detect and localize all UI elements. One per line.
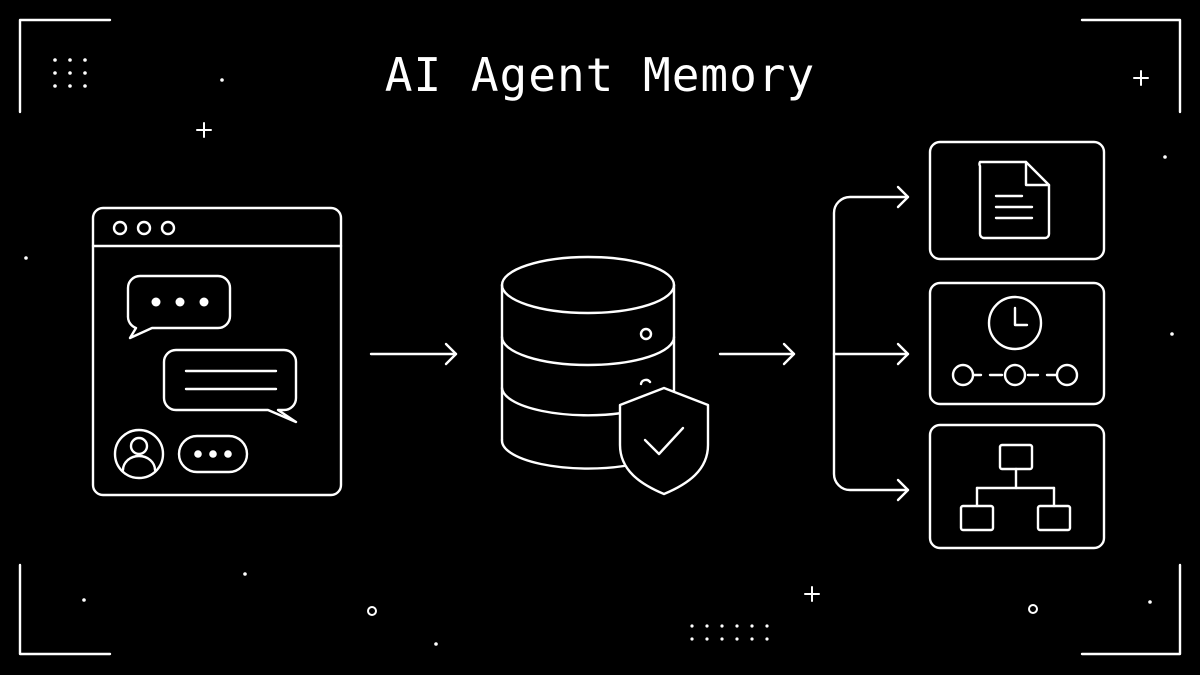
decorative-sparkles	[24, 58, 1174, 646]
document-icon	[930, 142, 1104, 259]
corner-frame	[20, 20, 1180, 654]
diagram-title: AI Agent Memory	[384, 48, 816, 102]
arrow-chat-to-database	[371, 344, 456, 364]
clock-timeline-icon	[930, 283, 1104, 404]
hierarchy-icon	[930, 425, 1104, 548]
arrow-database-to-stores	[720, 344, 794, 364]
chat-window-icon	[93, 208, 341, 495]
secure-database-icon	[502, 257, 708, 494]
decorative-pluses	[197, 71, 1148, 615]
branch-connector	[834, 187, 908, 500]
